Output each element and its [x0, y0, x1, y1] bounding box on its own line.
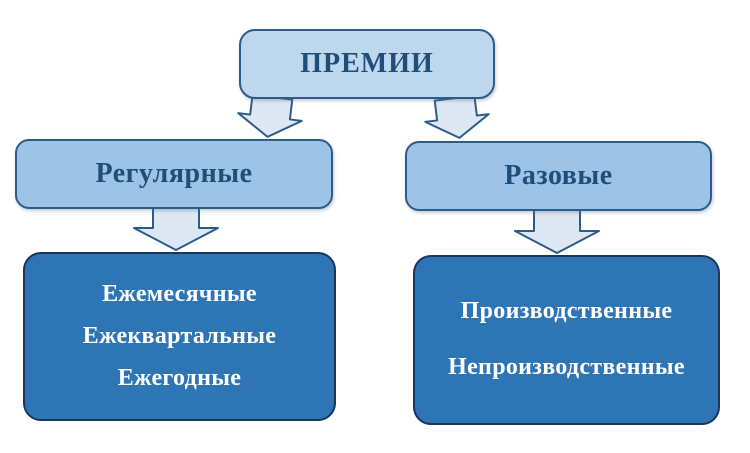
- node-regular: Регулярные: [15, 139, 333, 209]
- leaf-item-nonproduction: Непроизводственные: [448, 354, 685, 381]
- node-razovye-types: Производственные Непроизводственные: [413, 255, 720, 425]
- down-arrow-root-to-razovye-icon: [424, 94, 490, 139]
- node-premii-label: ПРЕМИИ: [300, 48, 434, 79]
- node-razovye-label: Разовые: [504, 160, 613, 191]
- down-arrow-regular-to-types-icon: [133, 206, 219, 251]
- down-arrow-root-to-regular-icon: [237, 93, 303, 138]
- leaf-item-production: Производственные: [460, 297, 673, 324]
- down-arrow-razovye-to-types-icon: [514, 209, 600, 254]
- node-razovye: Разовые: [405, 141, 712, 211]
- node-regular-label: Регулярные: [95, 158, 253, 189]
- node-regular-types: Ежемесячные Ежеквартальные Ежегодные: [23, 252, 336, 421]
- leaf-item-quarterly: Ежеквартальные: [82, 322, 277, 349]
- leaf-item-monthly: Ежемесячные: [102, 280, 257, 307]
- node-premii: ПРЕМИИ: [239, 29, 495, 99]
- leaf-item-annual: Ежегодные: [117, 364, 242, 391]
